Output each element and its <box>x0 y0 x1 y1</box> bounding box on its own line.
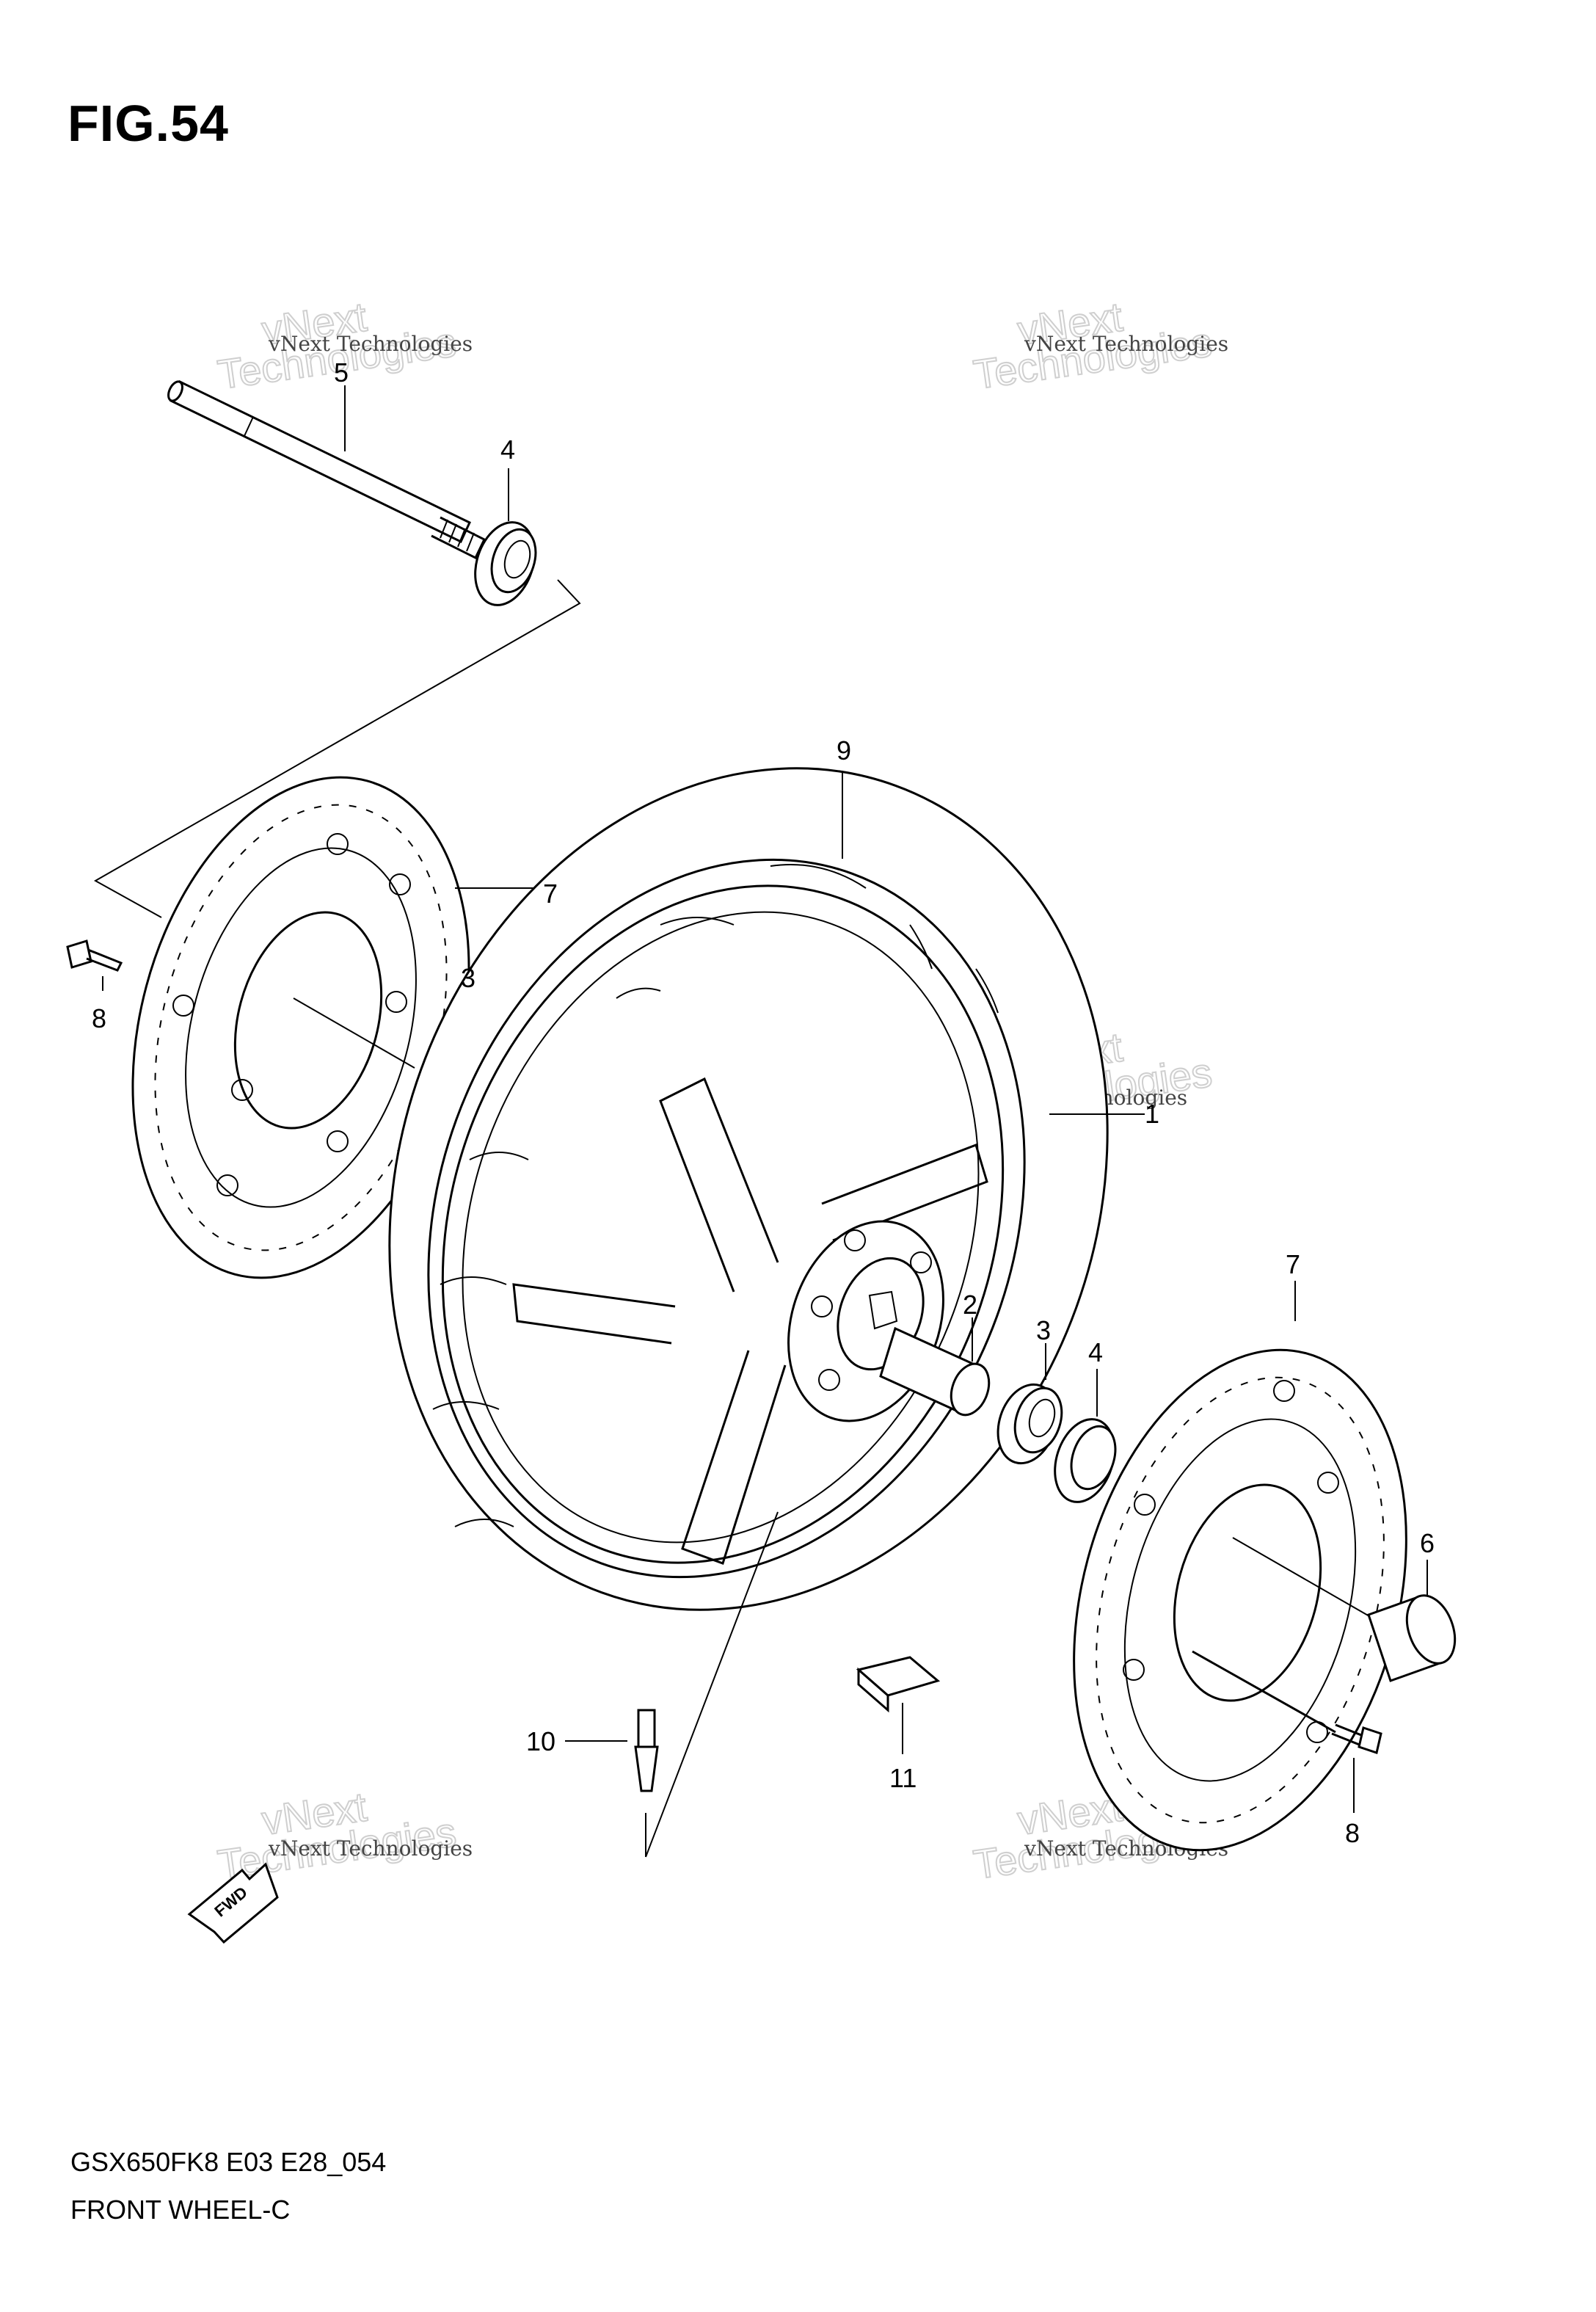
callout-10: 10 <box>526 1726 555 1756</box>
bearing-right <box>996 1383 1063 1465</box>
svg-text:vNext Technologies: vNext Technologies <box>268 1836 473 1861</box>
collar <box>1367 1594 1457 1682</box>
watermark-bottom-left: vNext Technologies vNext Technologies <box>214 1783 473 1889</box>
svg-text:vNext Technologies: vNext Technologies <box>1024 332 1228 356</box>
callout-4-right: 4 <box>1088 1337 1103 1367</box>
disc-left-axis <box>293 997 415 1069</box>
bolt-left <box>66 939 123 972</box>
callout-8-right: 8 <box>1345 1818 1360 1848</box>
assembly-guide-upper <box>93 579 581 918</box>
figure-name: FRONT WHEEL-C <box>70 2195 291 2225</box>
balancer-weight <box>856 1656 941 1713</box>
tire-valve <box>634 1709 659 1792</box>
watermark-top-right: vNext Technologies vNext Technologies <box>970 293 1228 399</box>
callout-5: 5 <box>334 357 349 388</box>
callout-7-left: 7 <box>543 879 558 909</box>
oil-seal-right <box>1054 1418 1117 1503</box>
callout-11: 11 <box>889 1763 917 1793</box>
callout-6: 6 <box>1420 1528 1435 1558</box>
callout-8-left: 8 <box>92 1003 106 1033</box>
callouts: 1 2 3 3 4 4 5 6 7 7 8 8 9 10 11 <box>92 357 1435 1848</box>
tire-and-wheel <box>388 767 1109 1611</box>
model-code: GSX650FK8 E03 E28_054 <box>70 2147 387 2177</box>
callout-4-upper: 4 <box>500 435 515 465</box>
axle-shaft <box>167 379 486 560</box>
svg-text:vNext Technologies: vNext Technologies <box>268 332 473 356</box>
bolt-right <box>1192 1650 1382 1754</box>
oil-seal-upper <box>474 521 537 606</box>
callout-3-left: 3 <box>461 963 475 993</box>
spacer <box>879 1326 991 1417</box>
callout-9: 9 <box>837 735 851 766</box>
callout-3-right: 3 <box>1036 1315 1051 1345</box>
callout-1: 1 <box>1145 1099 1159 1129</box>
figure-title: FIG.54 <box>68 95 229 152</box>
callout-7-right: 7 <box>1286 1249 1300 1279</box>
brake-disc-left <box>131 776 470 1279</box>
valve-guide-line <box>645 1511 779 1858</box>
disc-right-axis <box>1232 1537 1380 1623</box>
callout-2: 2 <box>963 1290 977 1320</box>
